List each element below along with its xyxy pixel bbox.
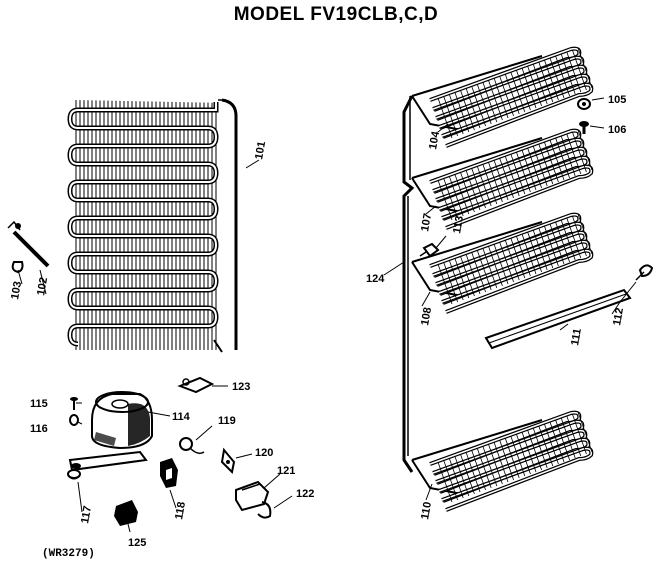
label-123: 123	[232, 381, 250, 393]
terminal-125	[114, 500, 138, 526]
label-107: 107	[419, 212, 434, 232]
grommet-116	[69, 414, 79, 426]
leader-lines	[17, 97, 637, 533]
relay-118	[160, 458, 178, 488]
label-105: 105	[608, 94, 626, 106]
label-103: 103	[9, 280, 24, 300]
clip-123	[177, 376, 215, 394]
label-125: 125	[128, 537, 146, 549]
label-111: 111	[569, 328, 584, 347]
clip-120	[220, 447, 236, 475]
compressor	[68, 391, 153, 472]
part-labels: 101 102 103 104 105 106 107 108 110 111 …	[9, 94, 626, 549]
label-110: 110	[419, 501, 434, 521]
label-112: 112	[611, 307, 626, 327]
label-118: 118	[173, 501, 188, 521]
label-104: 104	[427, 129, 442, 150]
label-102: 102	[35, 276, 50, 296]
clip-112	[635, 264, 654, 281]
label-124: 124	[366, 273, 385, 285]
label-122: 122	[296, 488, 314, 500]
label-106: 106	[608, 124, 626, 136]
reference-code: (WR3279)	[42, 548, 95, 560]
label-114: 114	[172, 411, 191, 423]
label-101: 101	[253, 140, 268, 160]
clip-113	[419, 242, 440, 258]
label-116: 116	[30, 423, 48, 435]
label-121: 121	[277, 465, 295, 477]
grommet-117	[67, 469, 81, 480]
screw-106	[579, 121, 589, 134]
drier-tube	[7, 220, 50, 268]
condenser-coil	[67, 98, 238, 353]
model-title: MODEL FV19CLB,C,D	[233, 4, 439, 25]
label-108: 108	[419, 306, 434, 326]
screw-115	[70, 397, 78, 410]
overload-119	[179, 437, 205, 455]
label-117: 117	[79, 505, 94, 525]
label-115: 115	[30, 398, 48, 410]
bracket-122	[257, 501, 272, 519]
grommet-105	[577, 98, 591, 110]
shelf-coils	[402, 46, 594, 512]
label-119: 119	[218, 415, 236, 427]
label-120: 120	[255, 447, 273, 459]
capacitor-121	[235, 480, 270, 512]
label-113: 113	[451, 215, 466, 235]
clip-103	[11, 261, 24, 274]
breaker-strip	[484, 288, 632, 350]
